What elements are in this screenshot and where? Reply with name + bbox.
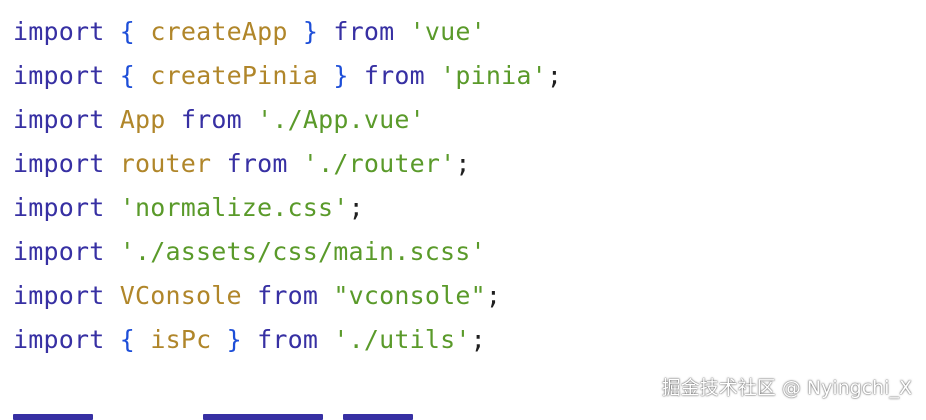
- code-line[interactable]: import './assets/css/main.scss': [13, 230, 562, 274]
- code-line[interactable]: import { createApp } from 'vue': [13, 10, 562, 54]
- plain-token: [105, 105, 120, 134]
- string-token: './App.vue': [257, 105, 425, 134]
- keyword-token: import: [13, 149, 105, 178]
- watermark: 掘金技术社区 @ Nyingchi_X: [661, 377, 912, 399]
- identifier-token: App: [119, 105, 166, 134]
- plain-token: ;: [546, 61, 563, 90]
- code-block[interactable]: import { createApp } from 'vue'import { …: [13, 10, 562, 362]
- identifier-token: createPinia: [150, 61, 319, 90]
- identifier-token: VConsole: [119, 281, 242, 310]
- plain-token: [105, 281, 120, 310]
- keyword-token: from: [180, 105, 242, 134]
- plain-token: ;: [455, 149, 471, 178]
- keyword-token: from: [257, 325, 319, 354]
- brace-token: }: [302, 17, 319, 46]
- code-line[interactable]: import router from './router';: [13, 142, 562, 186]
- plain-token: [135, 17, 150, 46]
- keyword-token: import: [13, 17, 105, 46]
- string-token: 'normalize.css': [119, 193, 349, 222]
- plain-token: ;: [485, 281, 502, 310]
- keyword-token: from: [363, 61, 425, 90]
- brace-token: {: [119, 61, 136, 90]
- string-token: './router': [302, 149, 456, 178]
- string-token: 'vue': [409, 17, 486, 46]
- code-line[interactable]: import { createPinia } from 'pinia';: [13, 54, 562, 98]
- plain-token: [242, 105, 257, 134]
- plain-token: ;: [470, 325, 486, 354]
- plain-token: [105, 237, 120, 266]
- identifier-token: isPc: [150, 325, 212, 354]
- keyword-token: from: [257, 281, 319, 310]
- plain-token: [288, 17, 303, 46]
- plain-token: [105, 193, 120, 222]
- plain-token: [242, 325, 257, 354]
- code-line[interactable]: import 'normalize.css';: [13, 186, 562, 230]
- keyword-token: import: [13, 105, 105, 134]
- plain-token: [105, 149, 120, 178]
- plain-token: [318, 325, 333, 354]
- plain-token: [349, 61, 364, 90]
- string-token: "vconsole": [333, 281, 486, 310]
- keyword-token: import: [13, 325, 105, 354]
- plain-token: [318, 61, 333, 90]
- brace-token: {: [119, 325, 136, 354]
- plain-token: [166, 105, 181, 134]
- plain-token: [318, 281, 333, 310]
- plain-token: [288, 149, 303, 178]
- plain-token: [242, 281, 257, 310]
- brace-token: }: [333, 61, 349, 90]
- plain-token: [211, 149, 226, 178]
- identifier-token: createApp: [150, 17, 288, 46]
- plain-token: [135, 61, 150, 90]
- plain-token: [318, 17, 333, 46]
- cut-off-keyword: [13, 414, 93, 420]
- keyword-token: import: [13, 237, 105, 266]
- keyword-token: import: [13, 281, 105, 310]
- plain-token: ;: [348, 193, 364, 222]
- code-line[interactable]: import { isPc } from './utils';: [13, 318, 562, 362]
- brace-token: {: [119, 17, 136, 46]
- brace-token: }: [226, 325, 242, 354]
- string-token: 'pinia': [440, 61, 547, 90]
- keyword-token: import: [13, 193, 105, 222]
- code-line[interactable]: import VConsole from "vconsole";: [13, 274, 562, 318]
- plain-token: [105, 61, 120, 90]
- keyword-token: import: [13, 61, 105, 90]
- string-token: './utils': [333, 325, 471, 354]
- keyword-token: from: [226, 149, 288, 178]
- code-line[interactable]: import App from './App.vue': [13, 98, 562, 142]
- keyword-token: from: [333, 17, 395, 46]
- string-token: './assets/css/main.scss': [119, 237, 486, 266]
- cut-off-code-line: [13, 404, 513, 420]
- plain-token: [135, 325, 150, 354]
- identifier-token: router: [119, 149, 212, 178]
- plain-token: [105, 17, 120, 46]
- cut-off-identifier: [203, 414, 323, 420]
- plain-token: [425, 61, 440, 90]
- plain-token: [394, 17, 409, 46]
- plain-token: [211, 325, 226, 354]
- plain-token: [105, 325, 120, 354]
- cut-off-call: [343, 414, 413, 420]
